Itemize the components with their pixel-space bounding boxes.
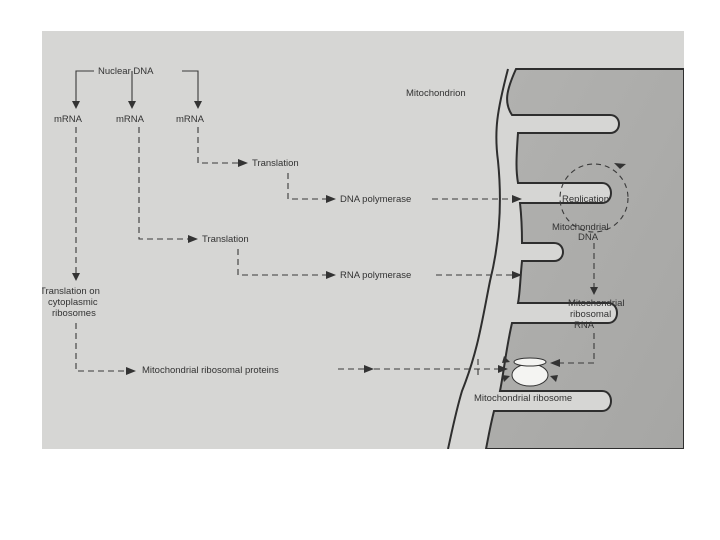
arrowhead xyxy=(238,159,248,167)
mitochondrion-label: Mitochondrion xyxy=(406,88,466,99)
mrna-label-3: mRNA xyxy=(176,114,205,125)
pathway-diagram: Mitochondrion Nuclear DNA mRNA mRNA mRNA… xyxy=(42,31,684,449)
ribosomal-proteins-label: Mitochondrial ribosomal proteins xyxy=(142,365,279,376)
flow-mrna3-translation1 xyxy=(198,127,238,163)
rna-polymerase-label: RNA polymerase xyxy=(340,270,411,281)
mito-rrna-line-3: RNA xyxy=(574,320,595,331)
arrowhead xyxy=(512,195,522,203)
translation-label-2: Translation xyxy=(202,234,249,245)
translation-label-1: Translation xyxy=(252,158,299,169)
ribosome-large-subunit xyxy=(512,364,548,386)
dna-polymerase-label: DNA polymerase xyxy=(340,194,411,205)
cytoplasmic-translation-line-3: ribosomes xyxy=(52,308,96,319)
mito-dna-line-2: DNA xyxy=(578,232,599,243)
arrowhead xyxy=(72,101,80,109)
arrowhead xyxy=(126,367,136,375)
arrowhead xyxy=(326,271,336,279)
cytoplasmic-translation-line-1: Translation on xyxy=(42,286,100,297)
mrna-label-2: mRNA xyxy=(116,114,145,125)
mrna-label-1: mRNA xyxy=(54,114,83,125)
flow-mrna2-translation2 xyxy=(139,127,188,239)
mito-rrna-line-1: Mitochondrial xyxy=(568,298,625,309)
replication-label: Replication xyxy=(562,194,609,205)
flow-cytoplasmic-proteins xyxy=(76,323,126,371)
flow-translation2-rnapol xyxy=(238,249,326,275)
mitochondrial-matrix xyxy=(486,69,684,449)
arrowhead xyxy=(188,235,198,243)
arrowhead xyxy=(364,365,374,373)
arrowhead xyxy=(72,273,80,281)
arrowhead xyxy=(326,195,336,203)
arrowhead xyxy=(128,101,136,109)
ribosome-small-subunit xyxy=(514,358,546,366)
arrowhead xyxy=(194,101,202,109)
cytoplasmic-translation-line-2: cytoplasmic xyxy=(48,297,98,308)
mito-rrna-line-2: ribosomal xyxy=(570,309,611,320)
mito-ribosome-label: Mitochondrial ribosome xyxy=(474,393,572,404)
figure-photo: Mitochondrion Nuclear DNA mRNA mRNA mRNA… xyxy=(42,31,684,449)
flow-translation1-dnapol xyxy=(288,173,326,199)
nuclear-dna-label: Nuclear DNA xyxy=(98,66,154,77)
